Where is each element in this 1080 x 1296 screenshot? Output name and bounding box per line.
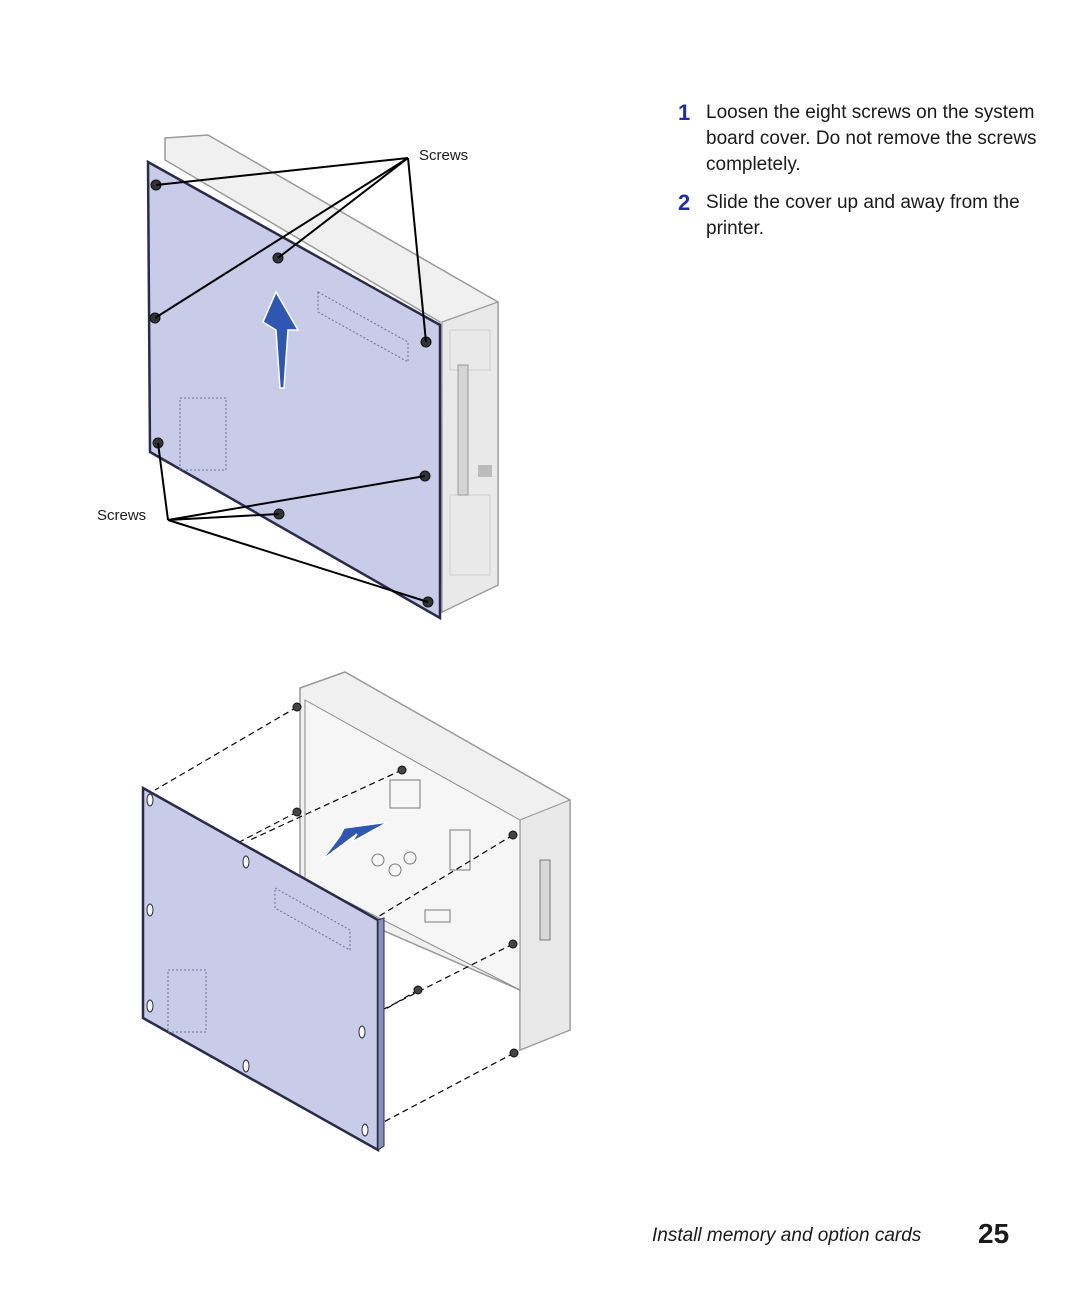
- printer-with-cover-figure: [146, 134, 499, 621]
- instruction-steps: 1 Loosen the eight screws on the system …: [678, 100, 1058, 254]
- cover-vent-lower: [179, 397, 227, 471]
- screw: [397, 765, 407, 775]
- screw: [292, 807, 302, 817]
- removed-cover-vent-upper: [274, 887, 351, 951]
- removed-screws: [292, 702, 519, 1058]
- step-number: 1: [678, 100, 691, 125]
- screw: [413, 985, 423, 995]
- alignment-dashes: [154, 706, 515, 1126]
- callout-lines-bottom: [157, 442, 429, 603]
- step-1: 1 Loosen the eight screws on the system …: [678, 100, 1058, 178]
- screws-callout-top: Screws: [419, 147, 469, 164]
- slide-up-arrow: [262, 290, 300, 389]
- step-text: Slide the cover up and away from the pri…: [706, 192, 1020, 239]
- screw: [508, 830, 518, 840]
- printer-side-panel: [441, 301, 499, 613]
- side-vents: [449, 329, 492, 576]
- screws-callout-bottom: Screws: [97, 507, 147, 524]
- removed-cover-edge: [377, 917, 385, 1151]
- board-components: [371, 779, 551, 941]
- page-number: 25: [978, 1218, 1010, 1249]
- screw: [508, 939, 518, 949]
- removed-cover-vent-lower: [167, 969, 207, 1033]
- cover-vent-upper: [317, 291, 409, 363]
- screw: [509, 1048, 519, 1058]
- printer-cover-removed-figure: [141, 671, 571, 1153]
- screw: [292, 702, 302, 712]
- callout-lines-top: [154, 157, 427, 343]
- step-text: Loosen the eight screws on the system bo…: [706, 102, 1037, 175]
- exposed-system-board: [304, 699, 521, 991]
- step-number: 2: [678, 190, 691, 215]
- slide-out-arrow: [321, 821, 389, 861]
- step-2: 2 Slide the cover up and away from the p…: [678, 190, 1058, 242]
- keyhole-slots: [146, 793, 369, 1137]
- footer-section-title: Install memory and option cards: [652, 1225, 922, 1246]
